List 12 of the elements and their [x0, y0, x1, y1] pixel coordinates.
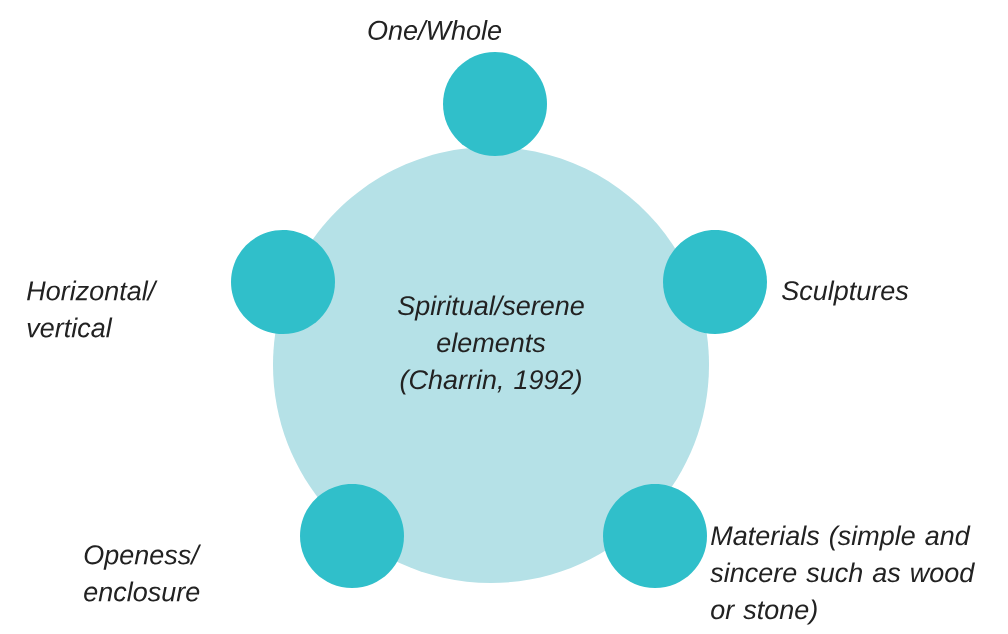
central-circle — [273, 147, 709, 583]
circle-label: Openess/ enclosure — [84, 544, 202, 602]
small-circle — [663, 230, 767, 334]
circle-text: Spiritual/serene elements (Charrin, 1992) — [397, 295, 584, 395]
circle-label: Sculptures — [782, 280, 909, 306]
small-circle — [231, 230, 335, 334]
small-circle — [603, 484, 707, 588]
circle-label: One/Whole — [368, 20, 502, 40]
circle-label: Materials (simple and sincere such as wood or stone) — [710, 525, 975, 625]
small-circle — [443, 52, 547, 156]
small-circle — [300, 484, 404, 588]
circle-label: Horizontal/ vertical — [27, 280, 158, 338]
